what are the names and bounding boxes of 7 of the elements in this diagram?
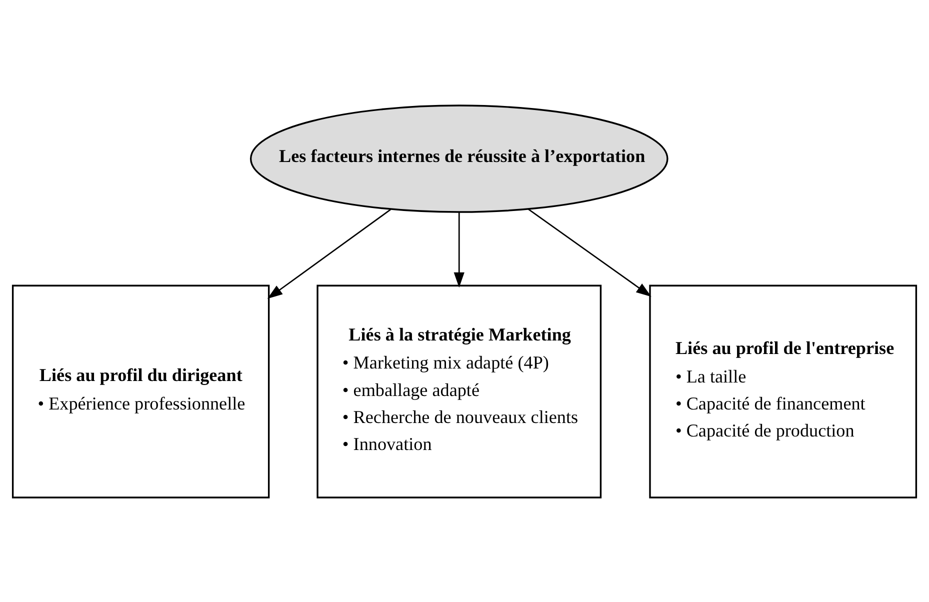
arrow (528, 208, 652, 296)
node-box: Liés au profil du dirigeant • Expérience professionnelle (12, 284, 270, 498)
arrow (267, 208, 392, 298)
node-box: Liés au profil de l'entreprise • La taille • Capacité de financement • Capacité de production (649, 284, 918, 498)
node-box: Liés à la stratégie Marketing • Marketing mix adapté (4P) • emballage adapté • Recherche de nouveaux clients • Innovation (316, 284, 602, 498)
node-ellipse: Les facteurs internes de réussite à l’exportation (250, 104, 668, 212)
arrow (454, 212, 464, 288)
